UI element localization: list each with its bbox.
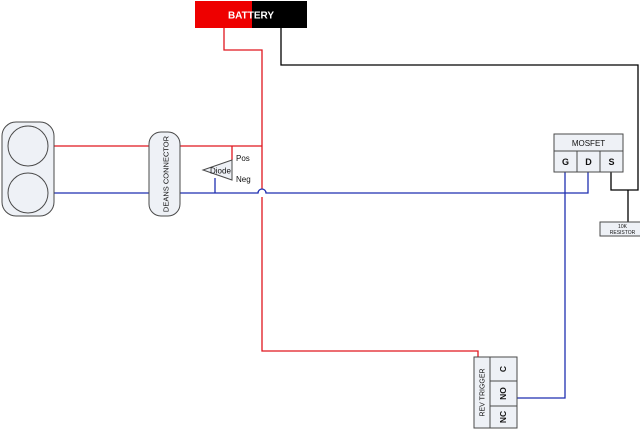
resistor: 10K RESISTOR <box>599 221 640 237</box>
deans-connector-body <box>148 131 181 217</box>
diode-label: Diode <box>210 167 231 176</box>
wires <box>46 28 639 399</box>
diode-neg-label: Neg <box>236 175 251 184</box>
rev-trigger-pin-c: C <box>498 366 508 372</box>
diode: Diode Pos Neg <box>201 154 251 184</box>
mosfet-title: MOSFET <box>572 139 605 148</box>
negative-wire-gate <box>517 172 566 399</box>
positive-wire-to-trigger <box>261 146 490 370</box>
rev-trigger: REV TRIGGER C NO NC <box>473 356 518 429</box>
resistor-body <box>599 221 640 237</box>
mosfet-pin-source: S <box>608 157 614 167</box>
resistor-value: 10K <box>618 224 628 230</box>
negative-wire-main <box>46 172 589 194</box>
resistor-label: RESISTOR <box>610 230 636 236</box>
diode-pos-label: Pos <box>236 154 250 163</box>
rev-trigger-label: REV TRIGGER <box>480 368 487 416</box>
deans-connector-label: DEANS CONNECTOR <box>162 135 171 212</box>
rev-trigger-pin-no: NO <box>498 387 508 400</box>
mosfet-pin-gate: G <box>562 157 569 167</box>
diode-symbol <box>201 159 233 181</box>
motor-negative-terminal <box>7 172 49 214</box>
deans-connector: DEANS CONNECTOR <box>148 131 181 217</box>
battery-label: BATTERY <box>228 11 274 22</box>
positive-wire-battery <box>223 28 263 146</box>
battery: BATTERY <box>195 1 307 28</box>
battery-negative-wire <box>280 28 639 191</box>
mosfet: MOSFET G D S <box>553 133 624 173</box>
mosfet-body <box>553 133 624 173</box>
battery-negative-terminal <box>252 1 307 28</box>
rev-trigger-body <box>473 356 518 429</box>
rev-trigger-pin-nc: NC <box>498 411 508 423</box>
motor-positive-terminal <box>7 125 49 167</box>
battery-positive-terminal <box>195 1 252 28</box>
motor-icon <box>1 121 55 217</box>
mosfet-pin-drain: D <box>585 157 592 167</box>
